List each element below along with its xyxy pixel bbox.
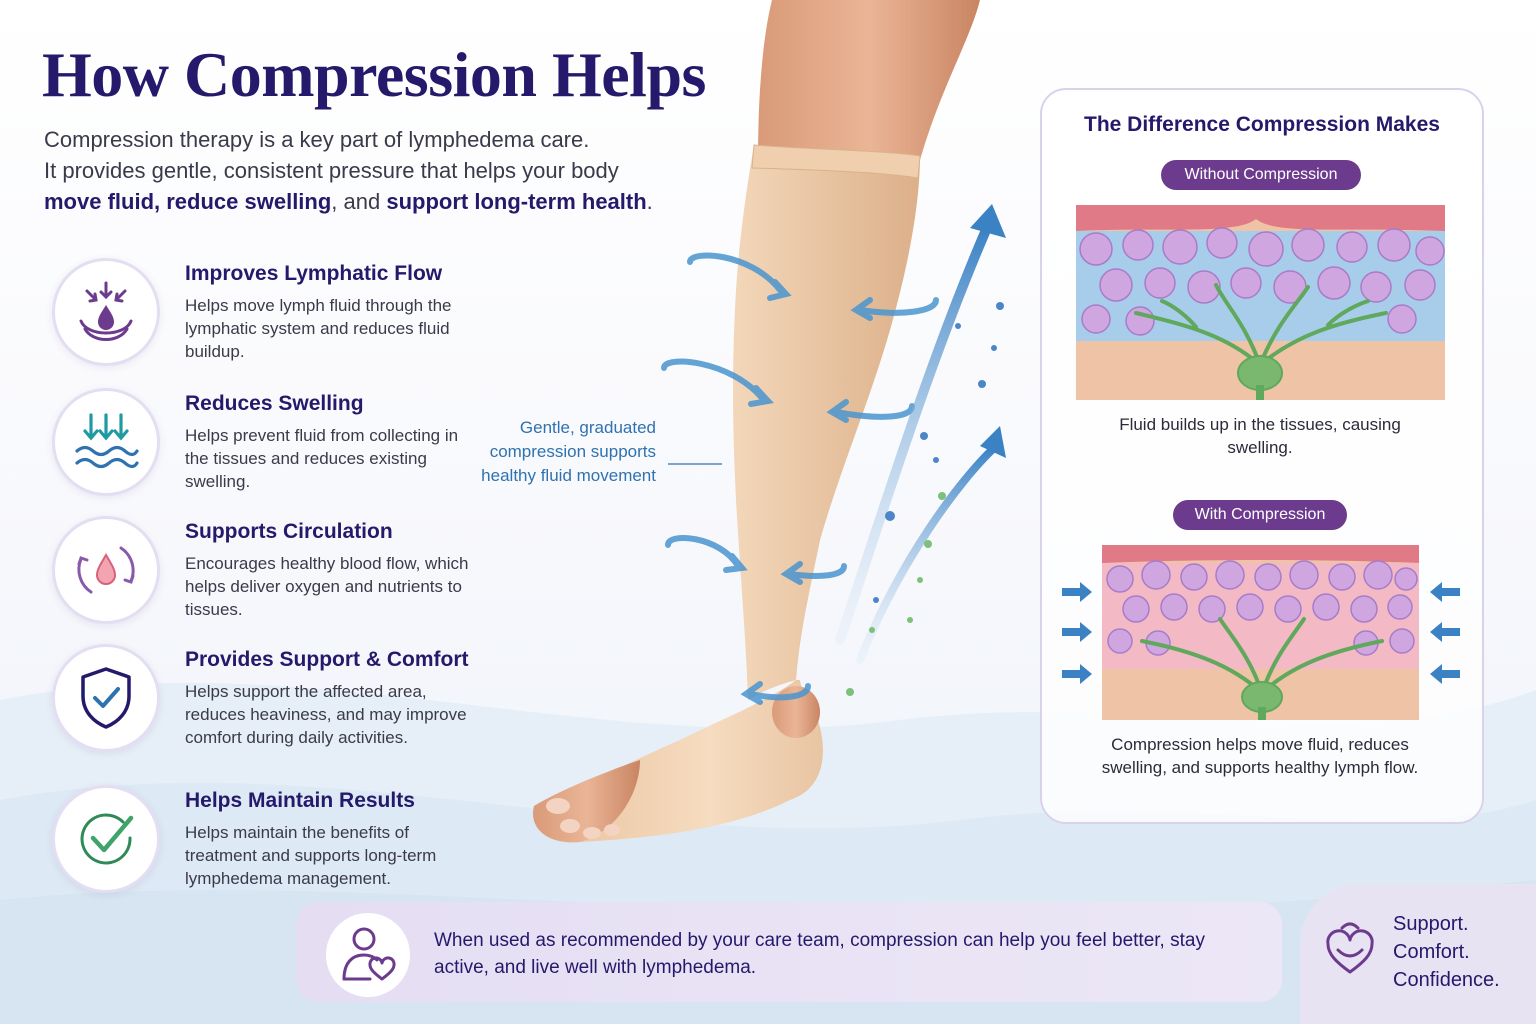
heart-icon xyxy=(1326,922,1374,974)
tagline-support: Support. xyxy=(1393,913,1469,935)
page-title: How Compression Helps xyxy=(42,39,706,110)
with-compression-label: With Compression xyxy=(1173,500,1347,530)
benefit-lymphatic-flow: Improves Lymphatic Flow Helps move lymph… xyxy=(52,258,492,370)
benefit-description: Helps prevent fluid from collecting in t… xyxy=(185,426,459,491)
benefit-title: Provides Support & Comfort xyxy=(185,648,469,671)
benefit-description: Encourages healthy blood flow, which hel… xyxy=(185,554,469,619)
benefit-title: Reduces Swelling xyxy=(185,392,364,415)
benefit-circulation: Supports Circulation Encourages healthy … xyxy=(52,516,492,628)
compressed-tissue-illustration xyxy=(1102,545,1419,720)
comparison-title: The Difference Compression Makes xyxy=(1084,113,1440,136)
right-pressure-arrows-icon xyxy=(1430,582,1460,684)
benefit-title: Helps Maintain Results xyxy=(185,789,415,812)
down-arrows-waves-icon xyxy=(52,388,160,496)
without-compression-caption: Fluid builds up in the tissues, causing … xyxy=(1119,415,1401,457)
without-compression-label: Without Compression xyxy=(1161,160,1361,190)
compression-stocking-leg-illustration xyxy=(533,0,1006,843)
intro-separator: , and xyxy=(331,189,387,214)
bottom-banner xyxy=(296,902,1282,1002)
with-compression-caption: Compression helps move fluid, reduces sw… xyxy=(1101,735,1419,777)
swollen-tissue-illustration xyxy=(1076,205,1445,400)
left-pressure-arrows-icon xyxy=(1062,582,1092,684)
tagline-background xyxy=(1300,884,1536,1024)
intro-bold-2: support long-term health xyxy=(386,189,647,214)
tagline-comfort: Comfort. xyxy=(1393,941,1470,963)
leg-caption: Gentle, graduated compression supports h… xyxy=(481,418,656,485)
benefit-description: Helps maintain the benefits of treatment… xyxy=(185,823,437,888)
intro-end: . xyxy=(646,189,653,214)
checkmark-icon xyxy=(52,785,160,893)
benefit-support-comfort: Provides Support & Comfort Helps support… xyxy=(52,644,492,756)
intro-line-1: Compression therapy is a key part of lym… xyxy=(44,127,590,152)
droplet-pressure-icon xyxy=(52,258,160,366)
benefit-title: Improves Lymphatic Flow xyxy=(185,262,443,285)
circulation-droplet-icon xyxy=(52,516,160,624)
tagline-confidence: Confidence. xyxy=(1393,969,1500,991)
benefit-description: Helps move lymph fluid through the lymph… xyxy=(185,296,452,361)
benefit-maintain-results: Helps Maintain Results Helps maintain th… xyxy=(52,785,492,897)
shield-check-icon xyxy=(52,644,160,752)
person-heart-icon xyxy=(326,913,410,997)
tagline: Support. Comfort. Confidence. xyxy=(1393,910,1533,994)
intro-paragraph: Compression therapy is a key part of lym… xyxy=(44,124,684,217)
intro-bold-1: move fluid, reduce swelling xyxy=(44,189,332,214)
benefit-reduces-swelling: Reduces Swelling Helps prevent fluid fro… xyxy=(52,388,492,500)
benefit-title: Supports Circulation xyxy=(185,520,393,543)
benefit-description: Helps support the affected area, reduces… xyxy=(185,682,467,747)
banner-message: When used as recommended by your care te… xyxy=(434,930,1205,978)
intro-line-2: It provides gentle, consistent pressure … xyxy=(44,158,619,183)
